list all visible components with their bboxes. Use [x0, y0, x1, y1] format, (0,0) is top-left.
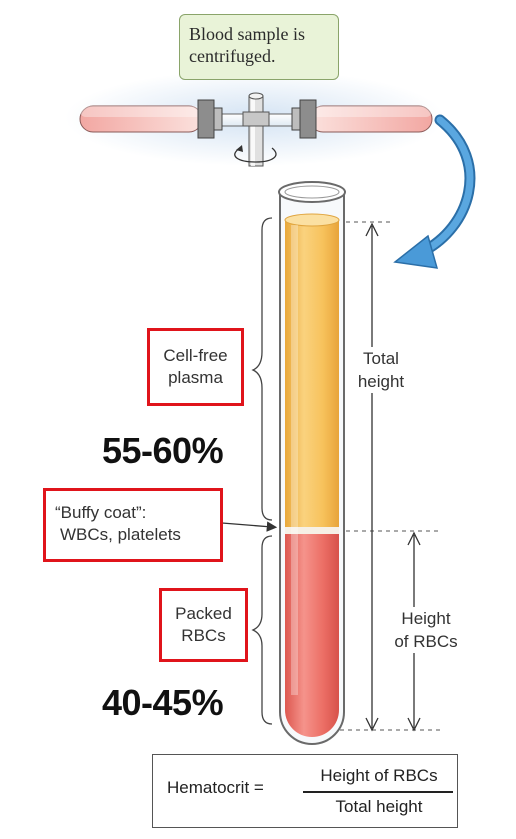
- test-tube: [278, 181, 346, 745]
- rbc-height-label-line-2: of RBCs: [394, 632, 458, 651]
- plasma-label-line-2: plasma: [168, 368, 223, 387]
- fraction-bar: [303, 791, 453, 793]
- plasma-brace: [251, 217, 273, 521]
- curved-arrow-icon: [393, 114, 476, 269]
- formula-numerator: Height of RBCs: [320, 766, 438, 785]
- rotation-arrow-icon: [234, 145, 277, 163]
- plasma-percentage: 55-60%: [102, 430, 224, 471]
- buffy-coat-layer: [285, 527, 339, 534]
- total-height-label-line-1: Total: [363, 349, 399, 368]
- buffy-coat-label-box: “Buffy coat”: WBCs, platelets: [43, 488, 223, 562]
- plasma-layer: [285, 220, 339, 528]
- rbc-height-label: Height of RBCs: [380, 607, 472, 653]
- guide-lines: [340, 221, 440, 731]
- callout-line-2: centrifuged.: [189, 46, 276, 66]
- plasma-label-box: Cell-free plasma: [147, 328, 244, 406]
- formula-denominator: Total height: [335, 797, 423, 816]
- total-height-label-line-2: height: [357, 372, 405, 391]
- buffy-coat-label-line-2: WBCs, platelets: [60, 525, 181, 544]
- total-height-dimension: [365, 222, 379, 732]
- total-height-label: Total height: [345, 347, 417, 393]
- plasma-label-line-1: Cell-free: [163, 346, 228, 365]
- rbc-label-line-1: Packed: [175, 604, 232, 623]
- formula-lhs: Hematocrit =: [167, 778, 264, 797]
- rbc-percentage: 40-45%: [102, 682, 224, 723]
- rbc-label-box: Packed RBCs: [159, 588, 248, 662]
- buffy-coat-pointer: [221, 521, 278, 532]
- rbc-label-line-2: RBCs: [181, 626, 226, 645]
- centrifuge-rotor-icon: [65, 70, 445, 167]
- buffy-coat-label-line-1: “Buffy coat”:: [55, 503, 147, 522]
- rbc-height-label-line-1: Height: [401, 609, 451, 628]
- rbc-layer: [285, 534, 339, 737]
- callout-line-1: Blood sample is: [189, 24, 305, 44]
- rbc-brace: [251, 535, 273, 725]
- hematocrit-formula: Hematocrit = Height of RBCs Total height: [152, 754, 458, 828]
- centrifuge-callout: Blood sample is centrifuged.: [179, 14, 339, 80]
